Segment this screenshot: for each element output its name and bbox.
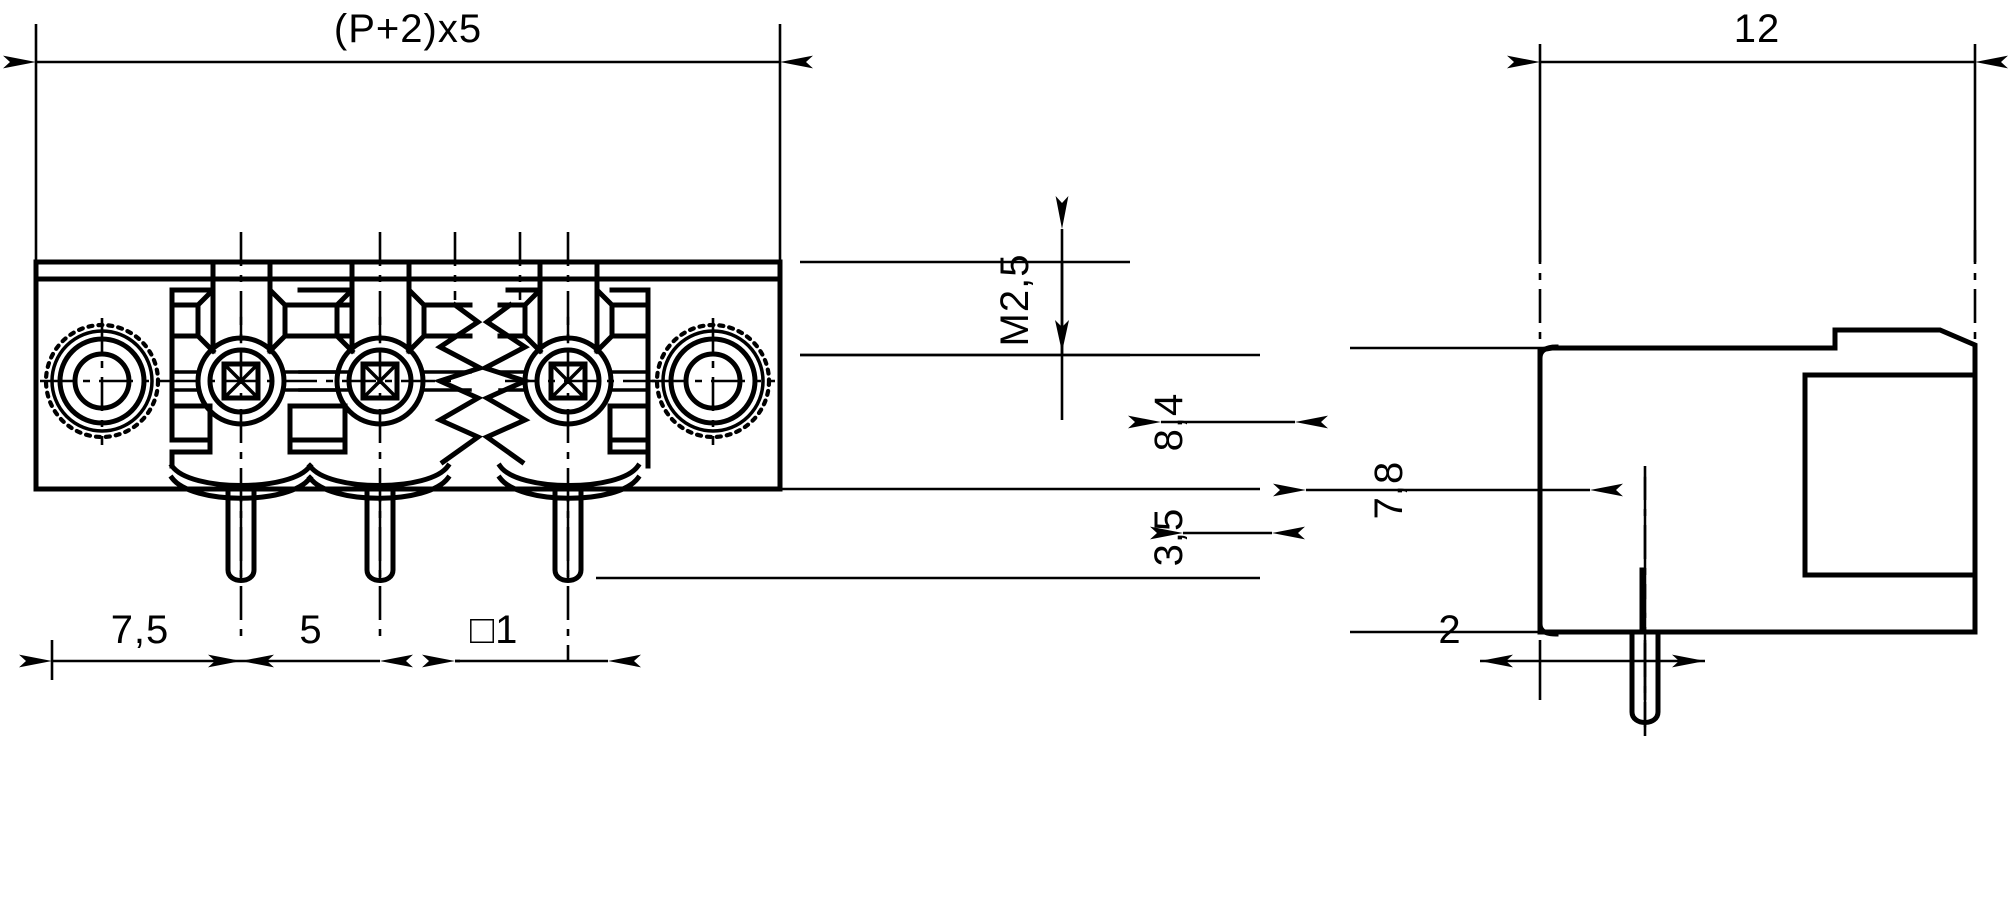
dimension-side-width-text: 12 [1734,7,1781,51]
front-view [33,232,783,660]
dimension-body-height: 8,4 [780,353,1328,491]
thread-arrow-down [1055,320,1069,352]
dimension-pitch-text: 5 [299,608,322,652]
side-housing-outline [1537,327,1978,637]
dimension-thread: M2,5 [800,196,1130,420]
pin-3 [552,486,584,583]
dimension-overall-length-text: (P+2)x5 [334,7,482,51]
pin-1 [225,486,257,583]
dimension-thread-text: M2,5 [993,254,1037,347]
dimension-pin-length-text: 3,5 [1147,508,1191,567]
dimension-pin-offset: 2 [1438,608,1705,700]
break-line-right [478,301,532,466]
dimension-pin-cross-section-text: □1 [470,608,518,652]
dimension-overall-length: (P+2)x5 [3,7,813,262]
dimension-pitch: 5 [208,608,413,668]
dimension-side-width: 12 [1507,7,2008,262]
dimension-body-height-text: 8,4 [1147,393,1191,452]
dimension-side-height: 7,8 [1273,346,1623,634]
front-view-centerlines [40,232,775,660]
dimension-edge-distance-text: 7,5 [111,608,170,652]
side-view [1537,230,1978,740]
side-view-centerlines [1538,230,1977,740]
dimension-edge-distance: 7,5 [19,608,274,680]
dimension-pin-length: 3,5 [596,508,1305,580]
dimension-side-height-text: 7,8 [1367,461,1411,520]
dimension-pin-offset-text: 2 [1438,608,1461,652]
dimension-pin-cross-section: □1 [422,608,641,668]
break-line-left [433,301,487,466]
pin-2 [364,486,396,583]
solder-pins [225,486,584,583]
